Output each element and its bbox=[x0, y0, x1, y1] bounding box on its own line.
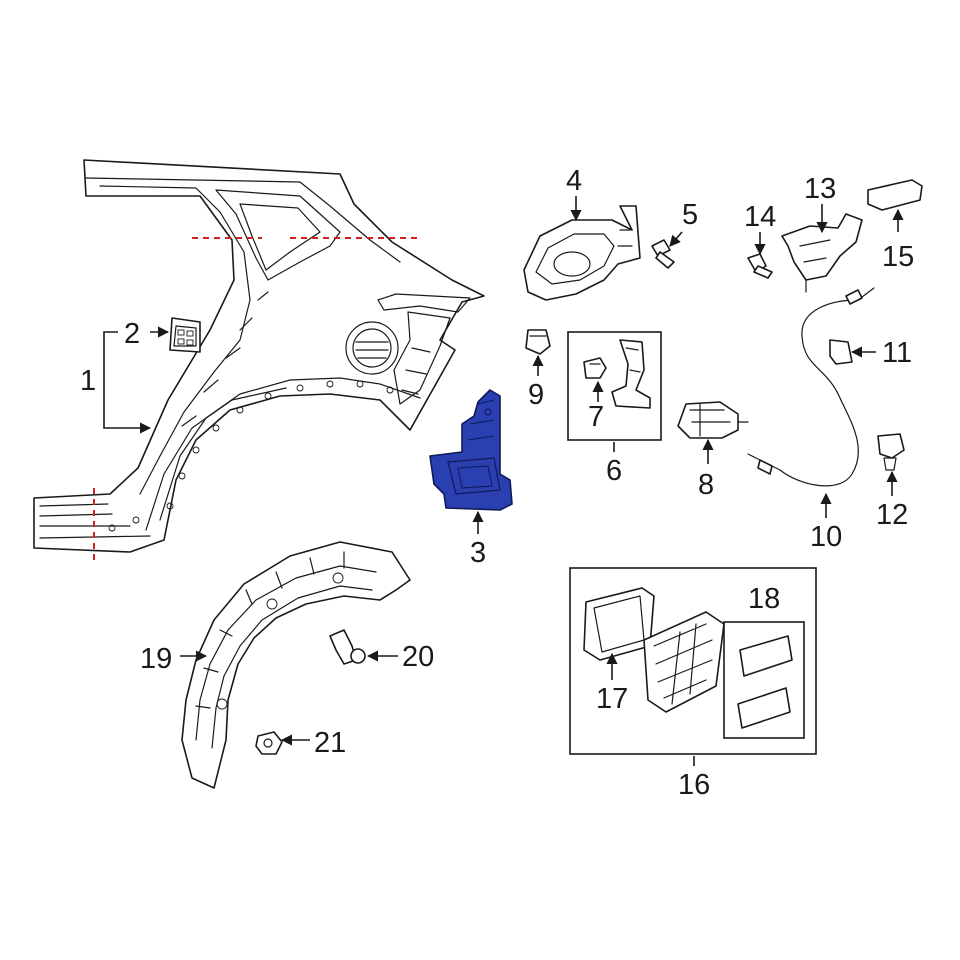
callout-16: 16 bbox=[678, 769, 710, 801]
clip-part-11[interactable] bbox=[829, 339, 853, 365]
quarter-panel-part-1[interactable] bbox=[33, 159, 485, 553]
callout-9: 9 bbox=[528, 379, 544, 411]
leader-lines bbox=[103, 196, 904, 766]
push-clip-part-20[interactable] bbox=[329, 629, 366, 665]
clip-part-9[interactable] bbox=[525, 329, 551, 355]
callout-3: 3 bbox=[470, 537, 486, 569]
callout-13: 13 bbox=[804, 173, 836, 205]
callout-4: 4 bbox=[566, 165, 582, 197]
bracket-part-2[interactable] bbox=[169, 317, 201, 353]
group-box-part-16 bbox=[569, 567, 817, 755]
callout-19: 19 bbox=[140, 643, 172, 675]
bolt-part-14[interactable] bbox=[747, 253, 773, 279]
callout-7: 7 bbox=[588, 401, 604, 433]
callout-11: 11 bbox=[882, 337, 912, 369]
callout-8: 8 bbox=[698, 469, 714, 501]
lock-actuator-bracket[interactable] bbox=[611, 339, 651, 409]
reinforcement-part-3-highlighted[interactable] bbox=[429, 389, 513, 511]
actuator-part-8[interactable] bbox=[677, 401, 749, 439]
cable-part-10[interactable] bbox=[747, 287, 875, 487]
callout-17: 17 bbox=[596, 683, 628, 715]
grommet-part-7[interactable] bbox=[583, 357, 607, 379]
callout-20: 20 bbox=[402, 641, 434, 673]
callout-21: 21 bbox=[314, 727, 346, 759]
callout-2: 2 bbox=[124, 318, 140, 350]
callout-14: 14 bbox=[744, 201, 776, 233]
filler-housing-part-4[interactable] bbox=[523, 205, 641, 301]
bumper-part-12[interactable] bbox=[877, 433, 905, 471]
callout-15: 15 bbox=[882, 241, 914, 273]
callout-10: 10 bbox=[810, 521, 842, 553]
wheelhouse-liner-part-19[interactable] bbox=[181, 541, 411, 789]
hinge-part-13[interactable] bbox=[781, 213, 863, 293]
seal-part-17[interactable] bbox=[583, 587, 655, 661]
callout-1: 1 bbox=[80, 365, 96, 397]
nut-part-21[interactable] bbox=[255, 731, 283, 755]
group-box-part-6 bbox=[567, 331, 662, 441]
screw-part-5[interactable] bbox=[651, 239, 675, 269]
fuel-door-part-15[interactable] bbox=[867, 179, 923, 211]
callout-18: 18 bbox=[748, 583, 780, 615]
pad-part-18[interactable] bbox=[737, 635, 793, 729]
group-box-part-18 bbox=[723, 621, 805, 739]
filler-door-assembly[interactable] bbox=[643, 611, 725, 713]
callout-6: 6 bbox=[606, 455, 622, 487]
callout-12: 12 bbox=[876, 499, 908, 531]
callout-5: 5 bbox=[682, 199, 698, 231]
